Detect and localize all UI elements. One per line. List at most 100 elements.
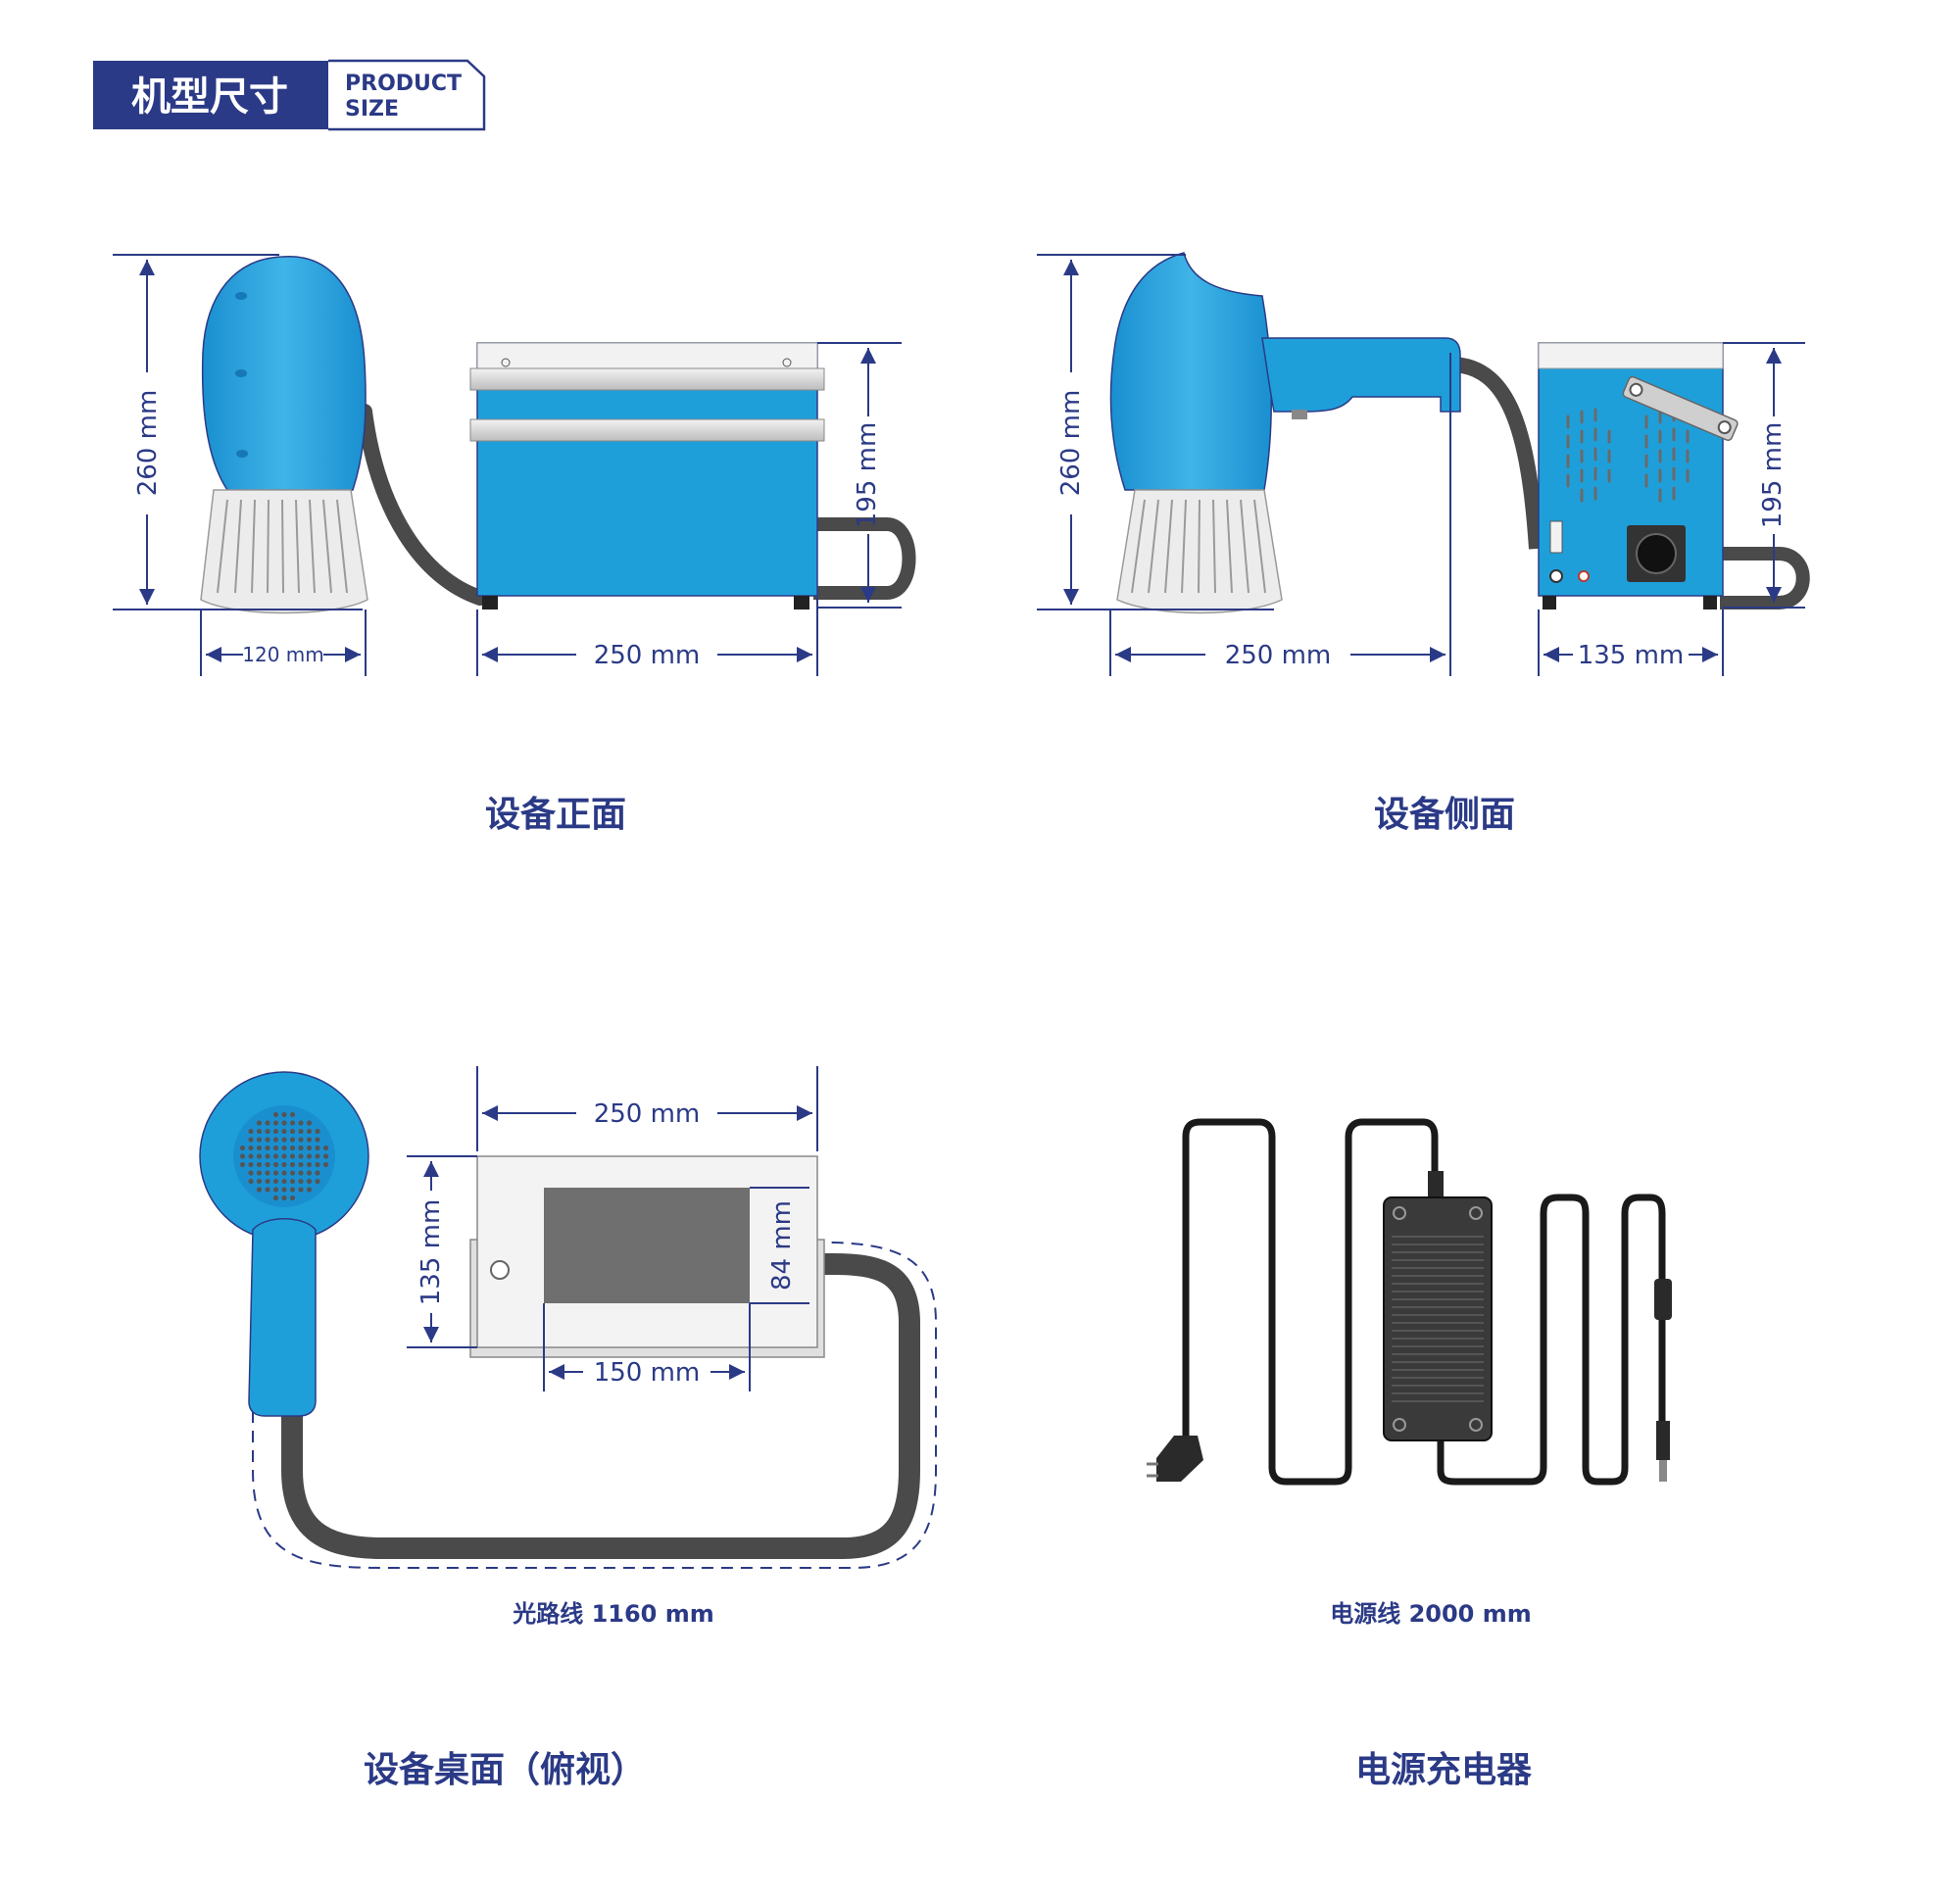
vent-hole	[272, 1145, 279, 1151]
vent-hole	[272, 1120, 279, 1126]
side-nozzle-ribs	[1131, 499, 1266, 594]
vent-hole	[265, 1153, 270, 1159]
header-title-en-line2: SIZE	[345, 97, 399, 122]
vent-hole	[315, 1145, 320, 1151]
vent-hole	[322, 1161, 329, 1168]
power-cord-caption: 电源线 2000 mm	[1330, 1600, 1532, 1628]
vent-hole	[306, 1128, 313, 1135]
vent-hole	[248, 1178, 254, 1185]
section-header: 机型尺寸 PRODUCT SIZE	[93, 59, 486, 131]
screw-icon	[501, 358, 511, 367]
vent-hole	[306, 1178, 313, 1185]
front-foot	[794, 596, 809, 610]
side-top-panel	[1538, 342, 1724, 369]
vent-hole	[281, 1137, 287, 1143]
front-box-height-label: 195 mm	[853, 422, 882, 529]
vent-hole	[248, 1170, 254, 1176]
vent-hole	[265, 1145, 270, 1151]
vent-hole	[272, 1137, 279, 1143]
vent-hole	[272, 1128, 279, 1135]
vent-hole	[281, 1153, 287, 1159]
screw-icon	[782, 358, 792, 367]
dc-plug	[1656, 1421, 1670, 1460]
side-height-label: 260 mm	[1056, 390, 1086, 497]
vent-hole	[272, 1187, 279, 1193]
vent-hole	[256, 1153, 263, 1159]
vent-hole	[298, 1170, 304, 1176]
vent-hole	[315, 1170, 320, 1176]
vent-hole	[306, 1187, 313, 1193]
vent-hole	[298, 1128, 304, 1135]
vent-hole	[281, 1195, 287, 1201]
vent-hole	[298, 1145, 304, 1151]
top-screen-height-label: 84 mm	[767, 1200, 797, 1291]
vent-hole	[298, 1137, 304, 1143]
vent-hole	[256, 1187, 263, 1193]
side-box-height-label: 195 mm	[1758, 422, 1788, 529]
vent-hole	[239, 1153, 246, 1159]
adapter-input-strain-relief	[1428, 1171, 1444, 1200]
charger-view-title: 电源充电器	[1355, 1750, 1533, 1790]
vent-hole	[281, 1145, 287, 1151]
touch-screen	[544, 1188, 750, 1303]
header-title-en-line1: PRODUCT	[345, 72, 462, 96]
vent-hole	[248, 1153, 254, 1159]
header-title-bg	[93, 61, 328, 129]
charger-view: 电源线 2000 mm 电源充电器	[1147, 1118, 1672, 1790]
vent-hole	[281, 1128, 287, 1135]
vent-hole	[272, 1111, 279, 1118]
vent-hole	[315, 1137, 320, 1143]
side-fiber-cable	[1449, 357, 1544, 550]
vent-hole	[322, 1153, 329, 1159]
vent-hole	[265, 1128, 270, 1135]
vent-hole	[306, 1137, 313, 1143]
vent-hole	[289, 1161, 296, 1168]
side-handpiece-head	[1109, 252, 1273, 491]
vent-hole	[265, 1161, 270, 1168]
front-fiber-cable	[357, 404, 488, 606]
screw-icon	[1469, 1418, 1483, 1432]
side-handle-bracket	[1622, 375, 1739, 442]
vent-hole	[272, 1153, 279, 1159]
vent-hole	[248, 1161, 254, 1168]
vent-hole	[265, 1170, 270, 1176]
header-title-cn: 机型尺寸	[131, 74, 288, 120]
vent-hole	[289, 1187, 296, 1193]
vent-hole	[239, 1161, 246, 1168]
side-foot	[1703, 596, 1717, 610]
power-adapter	[1383, 1196, 1493, 1441]
vent-hole	[281, 1178, 287, 1185]
front-view: 260 mm 120 mm 250 mm 195 mm 设备正面	[113, 254, 916, 835]
vent-hole	[298, 1187, 304, 1193]
side-trigger	[1292, 410, 1307, 419]
fiber-connector-icon	[1636, 533, 1677, 574]
top-handle	[248, 1218, 317, 1417]
top-view: 250 mm 135 mm 150 mm 84 mm 光路线 1160 mm 设…	[199, 1066, 937, 1790]
front-box-width-label: 250 mm	[594, 641, 701, 670]
vent-hole	[298, 1178, 304, 1185]
front-handpiece-head	[201, 256, 367, 491]
vent-hole	[289, 1137, 296, 1143]
screw-icon	[1393, 1206, 1406, 1220]
vent-hole	[281, 1161, 287, 1168]
screw-icon	[1469, 1206, 1483, 1220]
front-height-label: 260 mm	[133, 390, 163, 497]
side-view: 260 mm 250 mm 135 mm 195 mm 设备侧面	[1037, 252, 1810, 835]
vent-hole	[281, 1170, 287, 1176]
vent-hole	[265, 1137, 270, 1143]
vent-hole	[272, 1161, 279, 1168]
vent-hole	[239, 1145, 246, 1151]
screw-icon	[1393, 1418, 1406, 1432]
fiber-cable-caption: 光路线 1160 mm	[512, 1600, 714, 1628]
vent-hole	[322, 1145, 329, 1151]
front-rail-lower	[469, 418, 825, 442]
top-view-title: 设备桌面（俯视）	[364, 1750, 646, 1790]
power-jack-icon	[1549, 569, 1563, 583]
vent-hole	[248, 1145, 254, 1151]
power-button-icon[interactable]	[490, 1260, 510, 1280]
vent-hole	[289, 1170, 296, 1176]
front-nozzle-ribs	[217, 499, 348, 594]
vent-hole	[306, 1170, 313, 1176]
vent-hole	[306, 1161, 313, 1168]
